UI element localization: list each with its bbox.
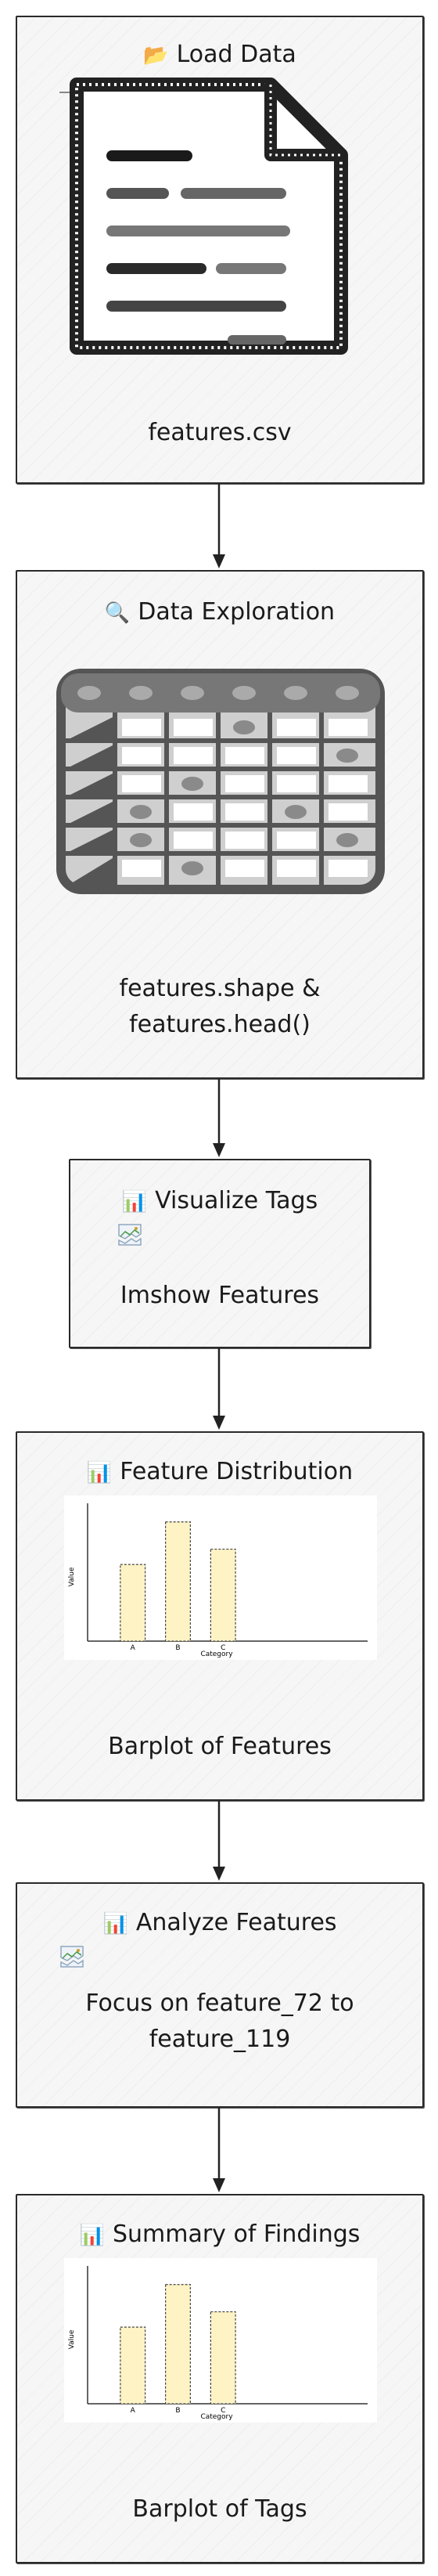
bar-C (210, 2311, 236, 2405)
node-visualize-tags: 📊 Visualize Tags Imshow Features (69, 1159, 371, 1348)
bar-A (120, 2326, 146, 2405)
tick-label-A: A (131, 2407, 136, 2415)
broken-image-icon (60, 1946, 84, 1968)
x-axis-label: Category (200, 1651, 233, 1658)
title-text: Analyze Features (135, 1909, 337, 1936)
bar-chart-thumbnail: Value Category A B C (64, 1495, 377, 1660)
node-analyze-features: 📊 Analyze Features Focus on feature_72 to… (16, 1882, 424, 2108)
node-caption-feature-distribution: Barplot of Features (108, 1733, 332, 1760)
broken-image-icon (118, 1224, 142, 1246)
node-title-data-exploration: 🔍 Data Exploration (17, 598, 422, 626)
node-data-exploration: 🔍 Data Exploration (16, 570, 424, 1079)
y-axis-label: Value (68, 2329, 76, 2349)
node-title-feature-distribution: 📊 Feature Distribution (17, 1458, 422, 1485)
y-axis-label: Value (68, 1567, 76, 1586)
node-title-analyze-features: 📊 Analyze Features (17, 1909, 422, 1936)
node-caption-summary-findings: Barplot of Tags (132, 2495, 307, 2523)
bar-chart-icon: 📊 (102, 1912, 128, 1936)
bar-chart-icon: 📊 (121, 1190, 148, 1214)
folder-icon: 📂 (143, 44, 169, 67)
arrow-4 (213, 1801, 225, 1881)
caption-line-2: feature_119 (149, 2026, 291, 2053)
bar-A (120, 1564, 146, 1642)
title-text: Load Data (176, 41, 296, 68)
node-caption-data-exploration: features.shape & features.head() (17, 971, 422, 1043)
node-title-load-data: 📂 Load Data (17, 41, 422, 68)
x-axis-label: Category (200, 2413, 233, 2421)
bar-C (210, 1548, 236, 1642)
arrow-1 (213, 484, 225, 568)
node-title-summary-findings: 📊 Summary of Findings (17, 2221, 422, 2248)
tick-label-A: A (131, 1644, 136, 1652)
caption-line-2: features.head() (129, 1011, 311, 1038)
magnifier-icon: 🔍 (104, 601, 131, 625)
tick-label-C: C (221, 1644, 225, 1652)
title-text: Data Exploration (138, 598, 336, 626)
caption-line-1: Focus on feature_72 to (85, 1990, 354, 2017)
document-icon (59, 78, 348, 355)
node-title-visualize-tags: 📊 Visualize Tags (70, 1187, 369, 1214)
title-text: Visualize Tags (155, 1187, 318, 1214)
tick-label-B: B (175, 1644, 180, 1652)
title-text: Feature Distribution (120, 1458, 354, 1485)
arrow-5 (213, 2108, 225, 2192)
bar-B (165, 2284, 191, 2405)
arrow-3 (213, 1348, 225, 1430)
bar-chart-icon: 📊 (79, 2224, 105, 2247)
title-text: Summary of Findings (112, 2221, 361, 2248)
table-icon (56, 669, 385, 894)
bar-chart-icon: 📊 (86, 1461, 113, 1485)
tick-label-C: C (221, 2407, 225, 2415)
node-feature-distribution: 📊 Feature Distribution Value Category A B C… (16, 1431, 424, 1801)
node-caption-load-data: features.csv (148, 419, 292, 446)
arrow-2 (213, 1079, 225, 1157)
bar-chart-thumbnail: Value Category A B C (64, 2258, 377, 2423)
node-load-data: 📂 Load Data features.csv (16, 16, 424, 484)
node-caption-analyze-features: Focus on feature_72 to feature_119 (17, 1986, 422, 2058)
caption-line-1: features.shape & (119, 975, 321, 1002)
bar-B (165, 1521, 191, 1642)
tick-label-B: B (175, 2407, 180, 2415)
node-caption-visualize-tags: Imshow Features (120, 1282, 320, 1309)
